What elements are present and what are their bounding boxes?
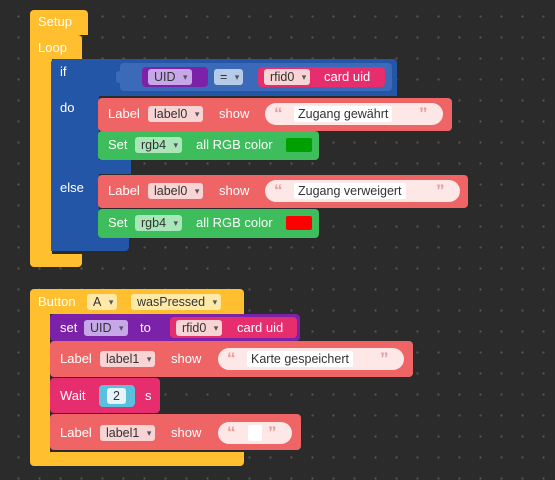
show-label: show — [171, 351, 202, 366]
close-quote-icon: ” — [268, 423, 277, 442]
label-name-dropdown[interactable]: label0 — [148, 106, 204, 122]
uid-variable-dropdown[interactable]: UID — [148, 69, 192, 85]
button-event-dropdown[interactable]: wasPressed — [131, 294, 222, 310]
set-variable-dropdown[interactable]: UID — [84, 320, 128, 336]
text-string-block[interactable]: “ Zugang gewährt ” — [265, 103, 443, 125]
text-string-block[interactable]: “ ” — [218, 422, 292, 444]
button-name-dropdown[interactable]: A — [87, 294, 118, 310]
label-name-dropdown[interactable]: label0 — [148, 183, 204, 199]
string-value[interactable]: Zugang gewährt — [294, 106, 393, 122]
all-rgb-color-label: all RGB color — [196, 215, 273, 230]
close-quote-icon: ” — [380, 349, 389, 368]
loop-header[interactable] — [30, 35, 82, 59]
label-prefix: Label — [60, 351, 92, 366]
string-value[interactable]: Zugang verweigert — [294, 183, 406, 199]
do-label: do — [60, 100, 75, 115]
to-label: to — [140, 320, 151, 335]
close-quote-icon: ” — [436, 181, 445, 200]
else-label: else — [60, 180, 84, 195]
else-divider — [51, 160, 131, 174]
button-prefix: Button — [38, 294, 76, 309]
label-name-dropdown[interactable]: label1 — [100, 351, 156, 367]
condition-input-notch — [116, 71, 123, 83]
set-prefix: Set — [108, 215, 128, 230]
rgb-device-dropdown[interactable]: rgb4 — [135, 137, 183, 153]
if-footer — [51, 237, 129, 251]
label-name-dropdown[interactable]: label1 — [100, 425, 156, 441]
setup-footer — [30, 254, 82, 267]
label-prefix: Label — [108, 106, 140, 121]
wait-prefix: Wait — [60, 388, 86, 403]
open-quote-icon: “ — [274, 181, 283, 200]
open-quote-icon: “ — [227, 423, 236, 442]
text-string-block[interactable]: “ Zugang verweigert ” — [265, 180, 460, 202]
show-label: show — [171, 425, 202, 440]
compare-operator-dropdown[interactable]: = — [214, 69, 244, 85]
loop-label: Loop — [38, 40, 67, 55]
label-prefix: Label — [60, 425, 92, 440]
green-color-swatch[interactable] — [286, 138, 312, 152]
open-quote-icon: “ — [227, 349, 236, 368]
setup-header[interactable] — [30, 10, 88, 35]
rfid-reader-dropdown[interactable]: rfid0 — [176, 320, 223, 336]
button-event-footer — [30, 452, 244, 466]
string-value[interactable] — [248, 425, 262, 441]
set-prefix: set — [60, 320, 78, 335]
string-value[interactable]: Karte gespeichert — [247, 351, 353, 367]
card-uid-label: card uid — [324, 69, 371, 84]
all-rgb-color-label: all RGB color — [196, 137, 273, 152]
red-color-swatch[interactable] — [286, 216, 312, 230]
open-quote-icon: “ — [274, 104, 283, 123]
set-prefix: Set — [108, 137, 128, 152]
close-quote-icon: ” — [419, 104, 428, 123]
if-label: if — [60, 64, 67, 79]
setup-left-rail — [30, 58, 52, 258]
label-prefix: Label — [108, 183, 140, 198]
button-event-left-rail — [30, 313, 50, 456]
setup-label: Setup — [38, 14, 72, 29]
card-uid-label: card uid — [237, 320, 284, 335]
rfid-reader-dropdown[interactable]: rfid0 — [264, 69, 311, 85]
rgb-device-dropdown[interactable]: rgb4 — [135, 215, 183, 231]
seconds-unit-label: s — [145, 388, 152, 403]
show-label: show — [219, 106, 250, 121]
show-label: show — [219, 183, 250, 198]
wait-number-input[interactable]: 2 — [107, 388, 126, 404]
text-string-block[interactable]: “ Karte gespeichert ” — [218, 348, 404, 370]
